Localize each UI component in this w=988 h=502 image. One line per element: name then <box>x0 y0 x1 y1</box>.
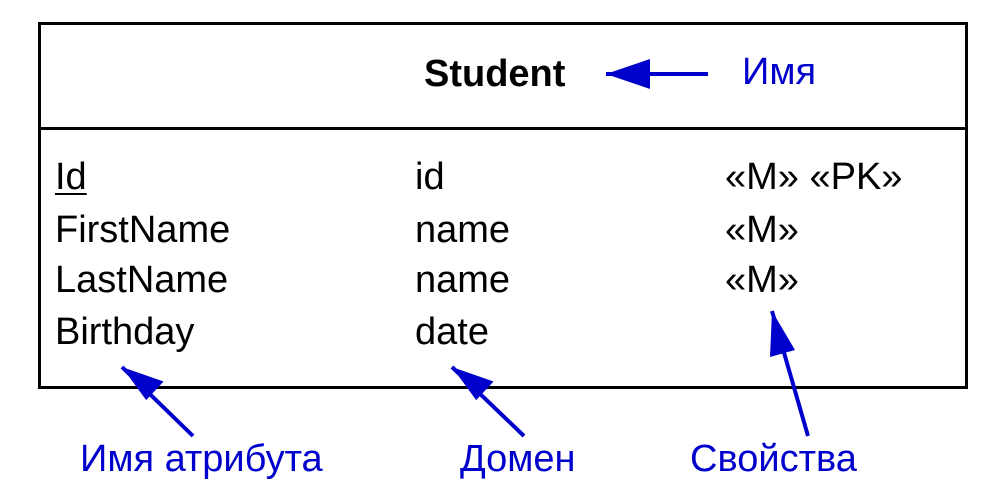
entity-box: Student Id id «M» «PK» FirstName name «M… <box>38 22 968 389</box>
attribute-properties: «M» <box>725 209 799 251</box>
attribute-name: Birthday <box>55 311 195 353</box>
annotation-attribute-name: Имя атрибута <box>80 438 323 480</box>
attribute-domain: name <box>415 259 511 301</box>
attribute-row-birthday: Birthday date <box>41 307 965 357</box>
arrow-entity-name <box>606 59 708 89</box>
attribute-row-firstname: FirstName name «M» <box>41 205 965 255</box>
arrow-attribute-name <box>120 365 195 438</box>
attribute-name: Id <box>55 156 87 198</box>
attribute-properties: «M» <box>725 259 799 301</box>
attribute-domain: name <box>415 209 511 251</box>
attribute-row-id: Id id «M» «PK» <box>41 152 965 202</box>
attribute-row-lastname: LastName name «M» <box>41 255 965 305</box>
annotation-domain: Домен <box>460 438 576 480</box>
entity-title: Student <box>424 53 566 95</box>
attribute-name: LastName <box>55 259 229 301</box>
attribute-domain: date <box>415 311 489 353</box>
arrow-properties <box>770 310 810 437</box>
annotation-entity-name: Имя <box>742 51 817 93</box>
attribute-name: FirstName <box>55 209 231 251</box>
attribute-properties: «M» «PK» <box>725 156 903 198</box>
arrow-domain <box>450 365 526 438</box>
attribute-domain: id <box>415 156 445 198</box>
entity-header: Student <box>41 25 965 130</box>
annotation-properties: Свойства <box>690 438 857 480</box>
